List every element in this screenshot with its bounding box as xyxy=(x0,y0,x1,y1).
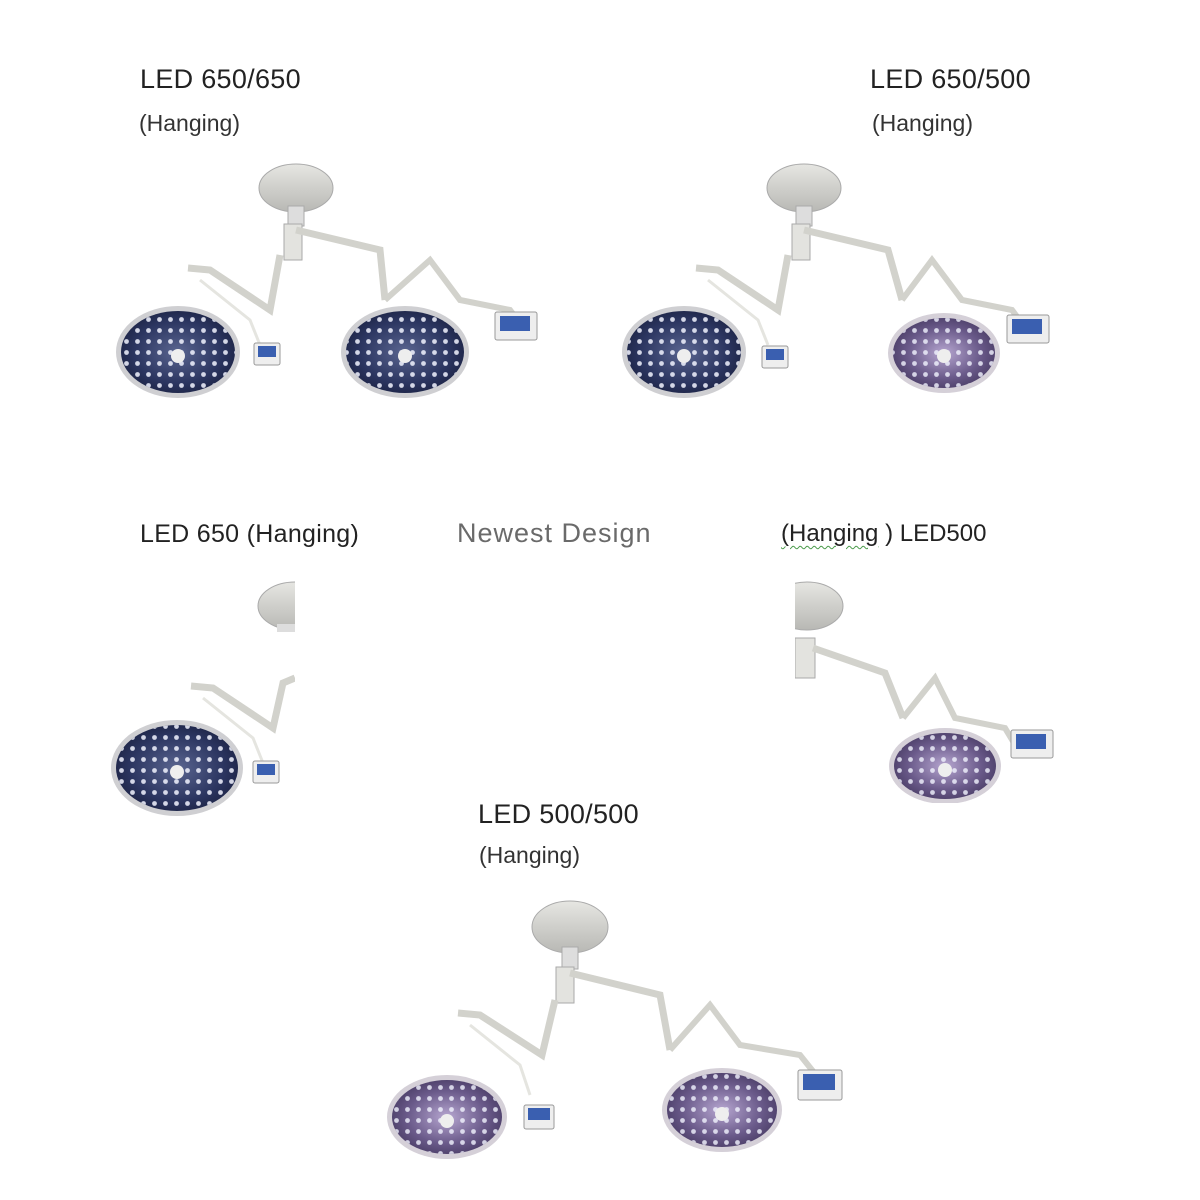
lamp-650-650-image xyxy=(110,160,550,410)
lamp-head-icon xyxy=(387,1075,507,1159)
control-panel-icon xyxy=(761,314,1050,369)
lamp-650-image xyxy=(105,578,295,823)
lamp-head-icon xyxy=(888,313,1000,393)
product-title-650-650: LED 650/650 xyxy=(140,64,301,94)
lamp-head-icon xyxy=(889,728,1001,803)
lamp-head-icon xyxy=(111,720,243,816)
ceiling-mount-icon xyxy=(531,900,609,1004)
product-sub-650-500: (Hanging) xyxy=(872,110,973,136)
lamp-650-500-image xyxy=(612,160,1052,410)
lamp-head-icon xyxy=(341,306,469,398)
product-title-650-500: LED 650/500 xyxy=(870,64,1031,94)
product-sub-500-500: (Hanging) xyxy=(479,842,580,868)
product-title-500: (Hanging ) LED500 xyxy=(781,520,986,548)
product-title-500-500: LED 500/500 xyxy=(478,799,639,829)
control-panel-icon xyxy=(523,1069,843,1130)
control-panel-icon xyxy=(252,760,280,784)
lamp-head-icon xyxy=(116,306,240,398)
lamp-500-image xyxy=(795,578,1060,803)
newest-design-heading: Newest Design xyxy=(457,518,652,548)
lamp-head-icon xyxy=(662,1068,782,1152)
control-panel-icon xyxy=(1010,729,1054,759)
lamp-500-500-image xyxy=(380,895,850,1165)
ceiling-mount-icon xyxy=(257,581,295,632)
ceiling-mount-icon xyxy=(795,581,844,679)
ceiling-mount-icon xyxy=(766,163,842,261)
control-panel-icon xyxy=(253,311,538,366)
hanging-close: ) xyxy=(878,520,900,547)
lamp-head-icon xyxy=(622,306,746,398)
product-sub-650-650: (Hanging) xyxy=(139,110,240,136)
ceiling-mount-icon xyxy=(258,163,334,261)
led500-label: LED500 xyxy=(899,520,987,547)
hanging-prefix: (Hanging xyxy=(781,520,879,547)
product-title-650: LED 650 (Hanging) xyxy=(140,520,360,548)
